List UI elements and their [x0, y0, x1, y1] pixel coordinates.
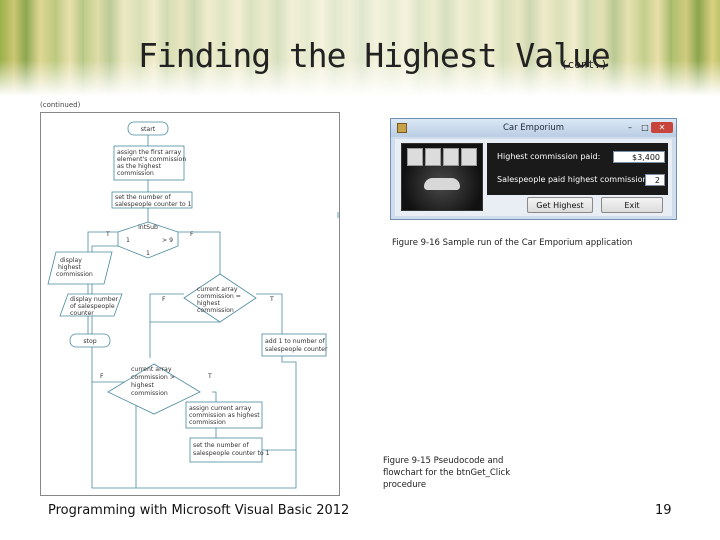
display-number-line-3: counter [70, 310, 94, 317]
display-highest-io [47, 251, 113, 285]
add-one-line-2: salespeople counter [265, 346, 328, 353]
assign-first-line-4: commission [117, 170, 154, 177]
loop-hexagon [117, 221, 179, 259]
loop-true-label: T [105, 231, 110, 238]
continued-label: (continued) [40, 101, 81, 109]
assign-current-line-3: commission [189, 419, 226, 426]
connector [87, 231, 118, 252]
window-title-bar[interactable]: Car Emporium – □ ✕ [391, 119, 676, 137]
display-number-io [59, 293, 123, 317]
cond-equal-false-label: F [162, 296, 166, 303]
display-number-line-2: of salespeople [70, 303, 115, 310]
minimize-icon[interactable]: – [628, 123, 632, 132]
figure-15-caption-line-2: flowchart for the btnGet_Click [383, 468, 511, 478]
set-counter-1b-box [189, 437, 263, 463]
cond-equal-line-1: current array [197, 286, 238, 293]
maximize-icon[interactable]: □ [641, 123, 649, 132]
cond-greater-line-3: highest [131, 382, 155, 389]
loop-step-label: 1 [146, 250, 150, 257]
cond-equal-line-3: highest [197, 300, 221, 307]
cond-equal-line-4: commission [197, 307, 234, 314]
exit-button[interactable]: Exit [601, 197, 663, 213]
set-counter-line-2: salespeople counter to 1 [115, 201, 192, 208]
close-icon[interactable]: ✕ [651, 122, 673, 133]
figure-15-caption-line-3: procedure [383, 480, 427, 490]
connector [91, 356, 297, 489]
display-highest-line-3: commission [56, 271, 93, 278]
car-picture [401, 143, 483, 211]
connector [150, 316, 221, 323]
connector [149, 293, 184, 358]
assign-first-box [113, 145, 185, 181]
connector [178, 231, 221, 274]
loop-false-label: F [190, 231, 194, 238]
assign-first-line-1: assign the first array [117, 149, 182, 156]
flowchart: start assign the first array element's c… [47, 121, 339, 489]
add-one-box [261, 333, 327, 357]
showroom-panels [407, 148, 477, 166]
cond-equal-true-label: T [269, 296, 274, 303]
start-terminal [127, 121, 169, 136]
cond-greater-line-2: commission > [131, 374, 175, 381]
cond-greater-true-label: T [207, 373, 212, 380]
car-emporium-window: Car Emporium – □ ✕ Highest commission pa… [390, 118, 677, 220]
assign-current-line-1: assign current array [189, 405, 252, 412]
display-highest-line-1: display [60, 257, 82, 264]
set-counter-box [111, 191, 193, 209]
assign-first-line-3: as the highest [117, 163, 162, 170]
stop-label: stop [83, 338, 96, 345]
highest-commission-value: $3,400 [613, 151, 665, 163]
cond-greater-line-1: current array [131, 366, 172, 373]
window-body: Highest commission paid: $3,400 Salespeo… [395, 139, 672, 216]
window-title: Car Emporium [502, 123, 565, 133]
set-counter-1b-line-1: set the number of [193, 442, 249, 449]
equal-decision [183, 273, 257, 323]
assign-current-line-2: commission as highest [189, 412, 260, 419]
cond-greater-false-label: F [100, 373, 104, 380]
connector [256, 293, 283, 334]
add-one-line-1: add 1 to number of [265, 338, 326, 345]
loop-var-label: intSub [138, 224, 158, 231]
set-counter-line-1: set the number of [115, 194, 171, 201]
highest-commission-label: Highest commission paid: [497, 152, 601, 161]
salespeople-value: 2 [645, 174, 665, 186]
stop-terminal [69, 333, 111, 348]
greater-decision [107, 363, 201, 415]
display-number-line-1: display number [70, 296, 119, 303]
loop-start-label: 1 [126, 237, 130, 244]
salespeople-label: Salespeople paid highest commission: [497, 175, 651, 184]
display-highest-line-2: highest [58, 264, 82, 271]
start-label: start [141, 126, 156, 133]
connector [212, 391, 217, 402]
page-number: 19 [655, 503, 672, 518]
slide-title: Finding the Highest Value [138, 36, 611, 75]
cond-equal-line-2: commission = [197, 293, 241, 300]
cond-greater-line-4: commission [131, 390, 168, 397]
footer-course-title: Programming with Microsoft Visual Basic … [48, 503, 350, 518]
get-highest-button[interactable]: Get Highest [527, 197, 593, 213]
header-banner-fade [0, 60, 720, 96]
figure-16-caption: Figure 9-16 Sample run of the Car Empori… [392, 238, 633, 248]
assign-first-line-2: element's commission [117, 156, 186, 163]
app-icon [397, 123, 407, 133]
assign-current-box [185, 401, 263, 429]
figure-15-caption-line-1: Figure 9-15 Pseudocode and [383, 456, 504, 466]
loop-cond-label: > 9 [162, 237, 173, 244]
car-icon [424, 178, 460, 190]
set-counter-1b-line-2: salespeople counter to 1 [193, 450, 270, 457]
slide-title-suffix: (cont.) [561, 58, 608, 71]
